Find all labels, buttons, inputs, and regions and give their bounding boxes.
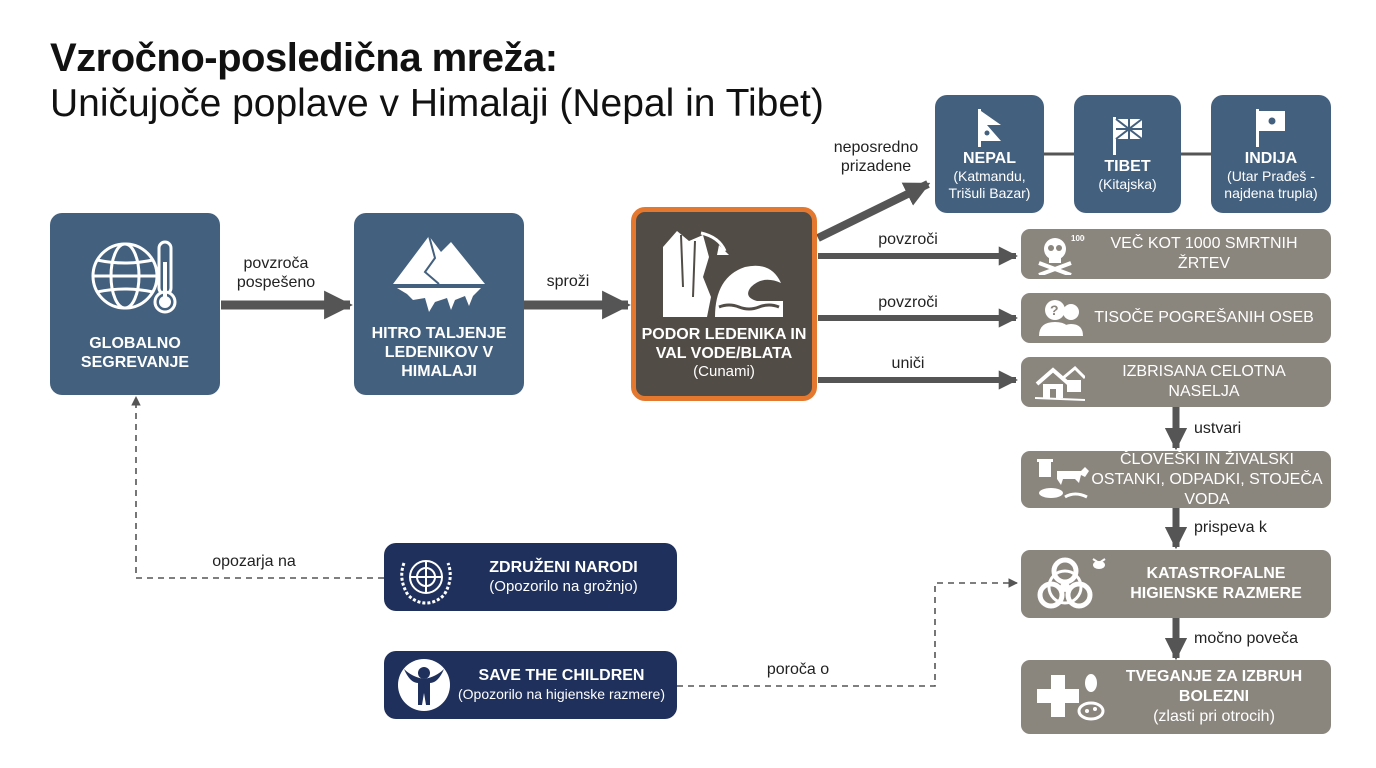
node-glacier-collapse[interactable]: PODOR LEDENIKA IN VAL VODE/BLATA (Cunami… [631,207,817,401]
node-label: NEPAL [962,149,1017,167]
edge-label-e7: ustvari [1194,420,1242,437]
node-india[interactable]: INDIJA (Utar Prađeš - najdena trupla) [1211,95,1331,213]
node-label: KATASTROFALNE HIGIENSKE RAZMERE [1130,565,1302,602]
node-label: TIBET [1104,158,1151,175]
skull-crossbones-icon: 1000+ [1038,234,1085,275]
edge-label-e2: sproži [546,273,590,290]
node-label: ČLOVEŠKI IN ŽIVALSKI OSTANKI, ODPADKI, S… [1091,450,1323,508]
node-missing[interactable]: ? TISOČE POGREŠANIH OSEB [1021,293,1331,343]
node-sublabel: (Opozorilo na higienske razmere) [458,686,665,702]
node-remains[interactable]: ČLOVEŠKI IN ŽIVALSKI OSTANKI, ODPADKI, S… [1021,451,1331,508]
node-settlements[interactable]: IZBRISANA CELOTNA NASELJA [1021,357,1331,407]
un-emblem-icon [400,560,452,605]
edge-label-e3: neposredno prizadene [833,139,919,175]
node-text: TVEGANJE ZA IZBRUH BOLEZNI (zlasti pri o… [1105,667,1331,727]
waste-remains-icon [1037,458,1089,498]
node-text: SAVE THE CHILDREN (Opozorilo na higiensk… [452,666,677,704]
node-disease[interactable]: TVEGANJE ZA IZBRUH BOLEZNI (zlasti pri o… [1021,660,1331,734]
glacier-collapse-wave-icon [663,231,783,317]
node-label: GLOBALNO SEGREVANJE [80,335,190,371]
node-label: TVEGANJE ZA IZBRUH BOLEZNI [1125,668,1303,705]
edge-label-e6: uniči [891,355,925,372]
node-glacier-melting[interactable]: HITRO TALJENJE LEDENIKOV V HIMALAJI [354,213,524,395]
globe-thermometer-icon [91,240,177,314]
node-label: IZBRISANA CELOTNA NASELJA [1122,363,1286,400]
edge-un-global [131,396,384,579]
edge-stc-hygiene [677,578,1018,687]
edge-label-e4: povzroči [878,231,938,248]
biohazard-fly-icon [1037,557,1106,609]
node-save-the-children[interactable]: SAVE THE CHILDREN (Opozorilo na higiensk… [384,651,677,719]
svg-text:?: ? [1050,302,1059,318]
deaths-badge: 1000+ [1071,234,1085,243]
node-deaths[interactable]: 1000+ VEČ KOT 1000 SMRTNIH ŽRTEV [1021,229,1331,279]
node-hygiene[interactable]: KATASTROFALNE HIGIENSKE RAZMERE [1021,550,1331,618]
node-sublabel: (zlasti pri otrocih) [1153,708,1275,725]
node-label: TISOČE POGREŠANIH OSEB [1094,309,1314,326]
edge-label-e11: poroča o [766,661,830,678]
edge-label-e5: povzroči [878,294,938,311]
node-nepal[interactable]: NEPAL (Katmandu, Trišuli Bazar) [935,95,1044,213]
destroyed-houses-icon [1035,365,1085,401]
node-text: ZDRUŽENI NARODI (Opozorilo na grožnjo) [456,558,677,596]
edge-collapse-nepal [816,180,931,242]
node-sublabel: (Kitajska) [1098,176,1157,192]
edge-label-e1: povzroča pospešeno [236,255,316,291]
node-sublabel: (Utar Prađeš - najdena trupla) [1224,167,1318,201]
page-title: Vzročno-posledična mreža: [50,36,558,80]
node-sublabel: (Cunami) [693,363,755,380]
missing-persons-icon: ? [1039,300,1083,336]
node-global-warming[interactable]: GLOBALNO SEGREVANJE [50,213,220,395]
node-label: PODOR LEDENIKA IN VAL VODE/BLATA [641,326,807,362]
node-label: INDIJA [1244,149,1298,167]
edge-label-e9: močno poveča [1194,630,1299,647]
node-label: SAVE THE CHILDREN [478,667,645,684]
edge-label-e10: opozarja na [212,553,296,570]
node-label: ZDRUŽENI NARODI [489,559,638,576]
node-sublabel: (Opozorilo na grožnjo) [489,578,638,595]
node-sublabel: (Katmandu, Trišuli Bazar) [948,167,1031,201]
node-tibet[interactable]: TIBET (Kitajska) [1074,95,1181,213]
medical-cross-bacteria-icon [1037,674,1105,721]
melting-glacier-icon [393,235,485,312]
save-the-children-logo-icon [398,659,450,711]
node-label: HITRO TALJENJE LEDENIKOV V HIMALAJI [371,324,507,380]
india-flag-icon [1256,108,1285,147]
tibet-flag-icon [1112,117,1143,155]
nepal-flag-icon [977,108,1001,147]
node-label: VEČ KOT 1000 SMRTNIH ŽRTEV [1110,235,1298,272]
page-subtitle: Uničujoče poplave v Himalaji (Nepal in T… [50,82,824,125]
edge-label-e8: prispeva k [1194,519,1267,536]
node-united-nations[interactable]: ZDRUŽENI NARODI (Opozorilo na grožnjo) [384,543,677,611]
